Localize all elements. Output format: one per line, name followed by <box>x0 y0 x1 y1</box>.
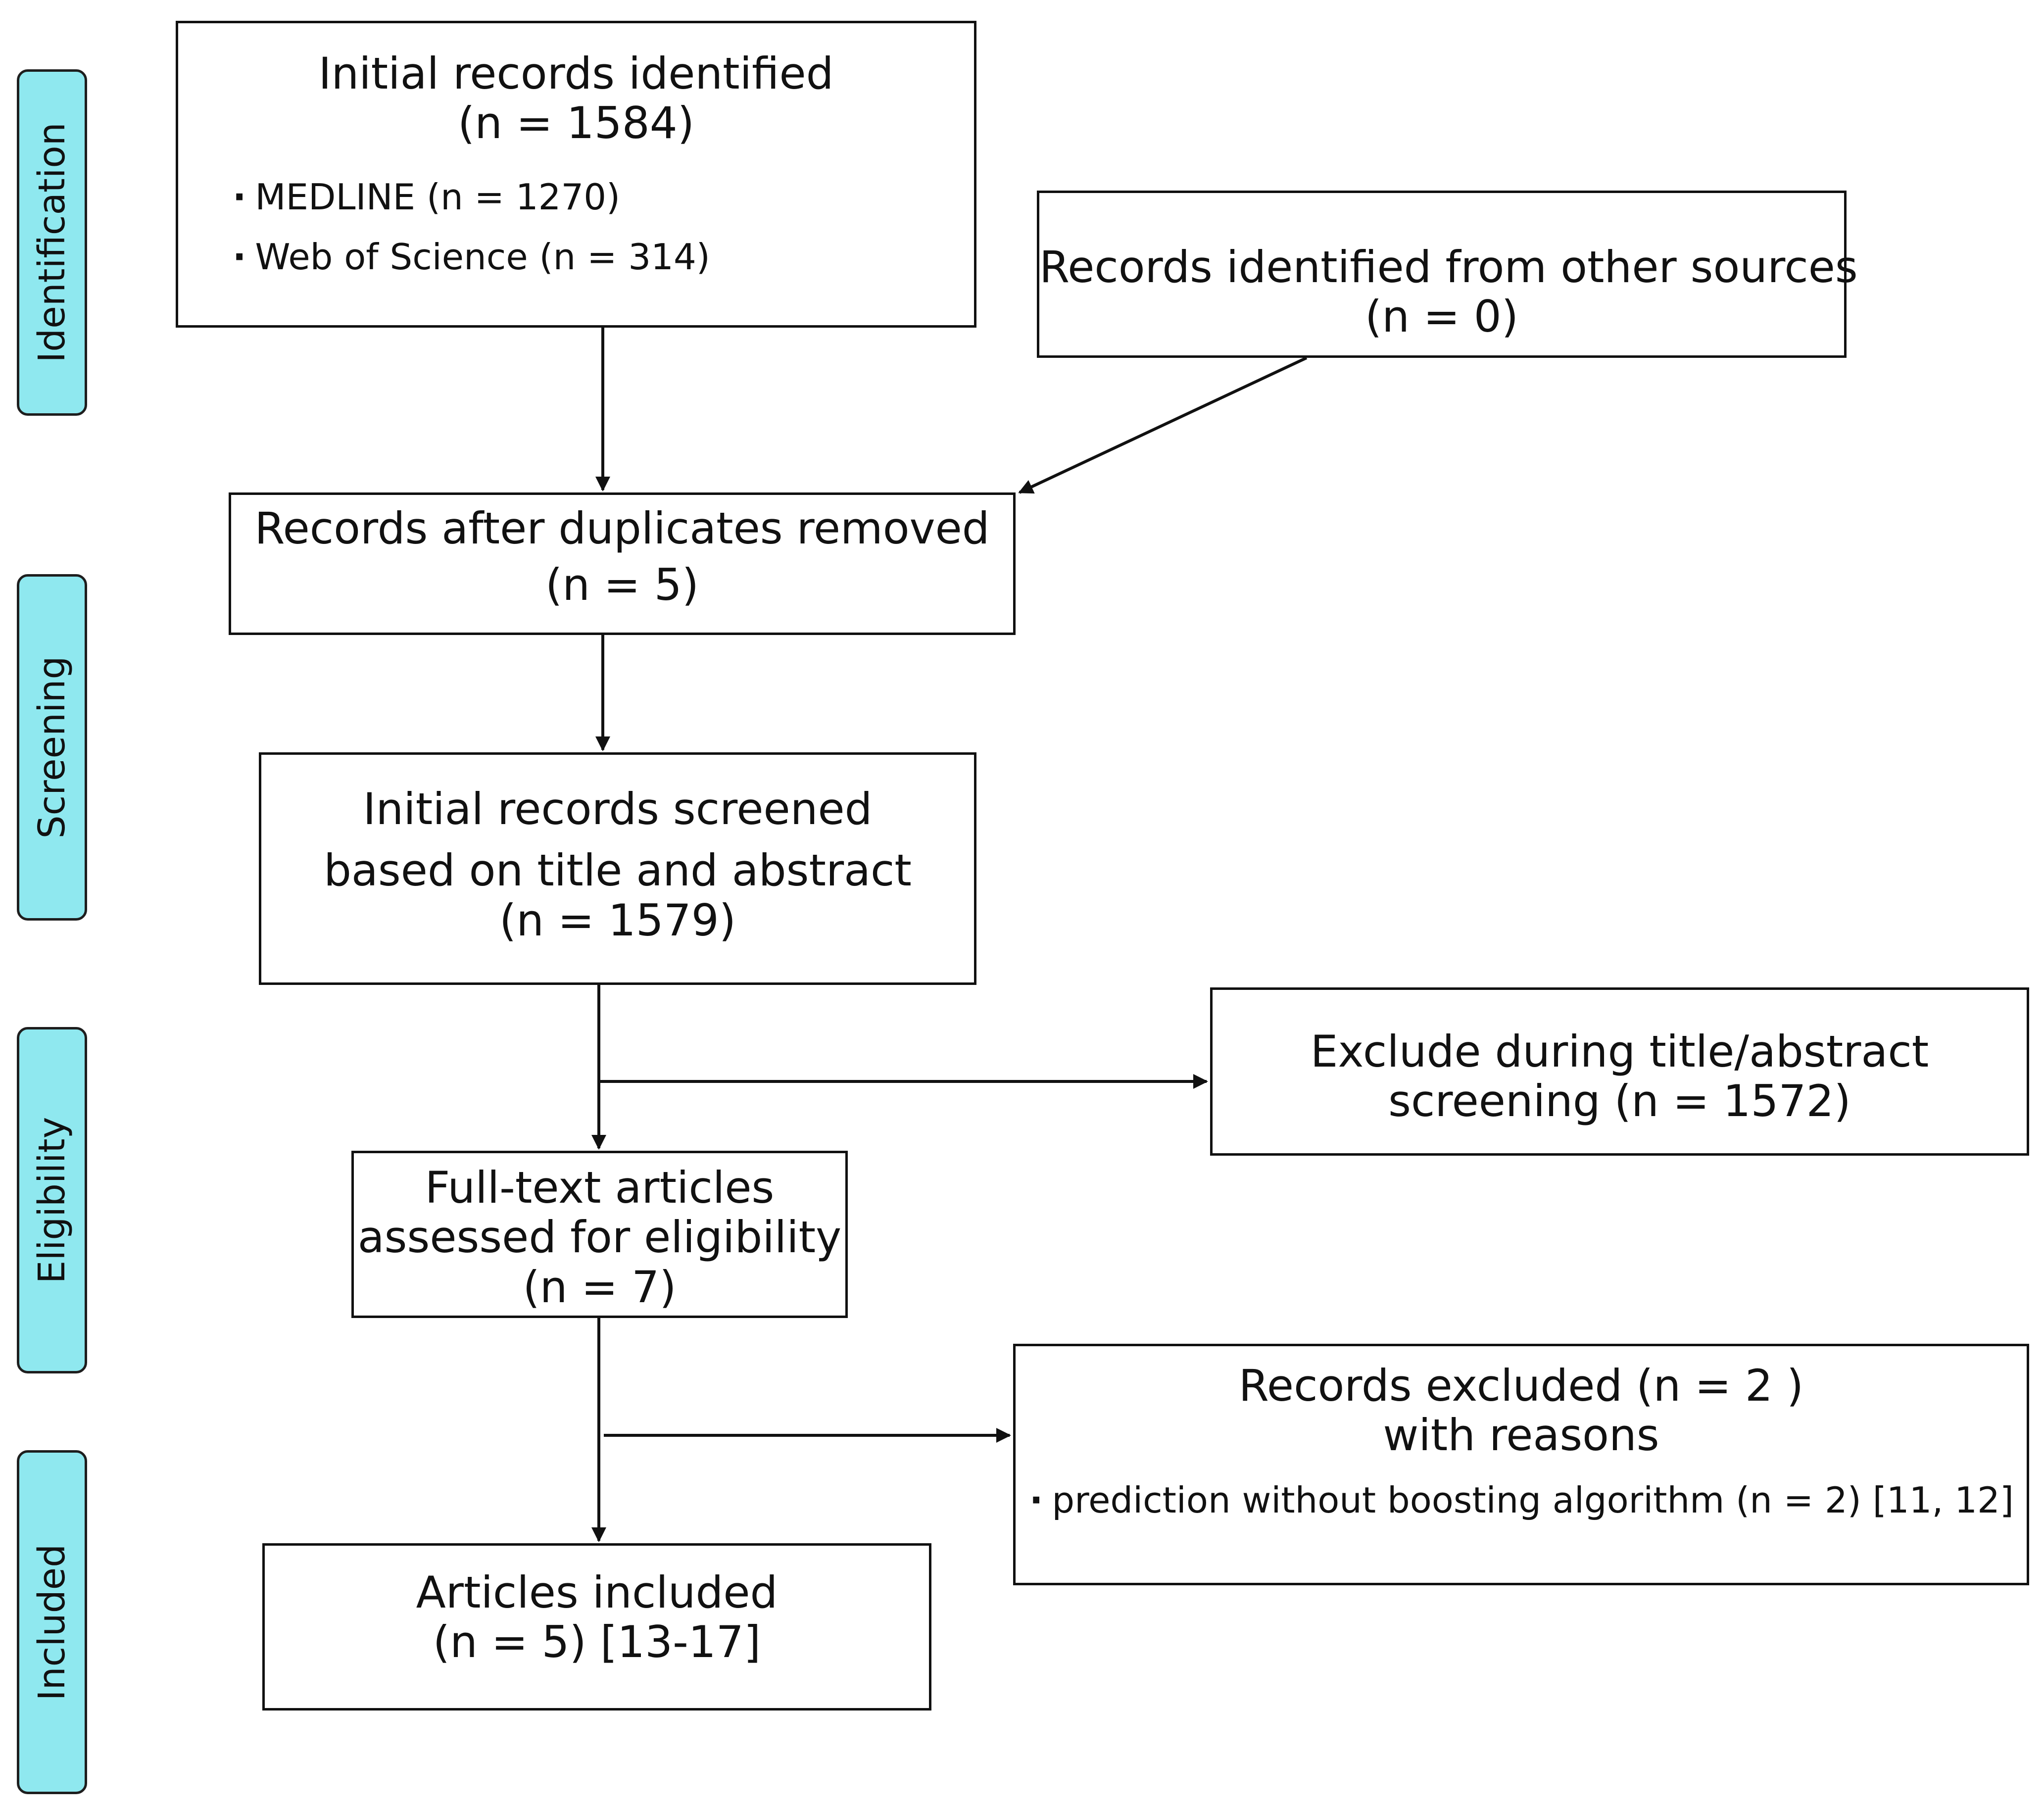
stage-eligibility: Eligibility <box>17 1027 87 1373</box>
excluded-title-abstract-line2: screening (n = 1572) <box>1388 1076 1851 1127</box>
other-sources-box: Records identified from other sources (n… <box>1037 191 1858 358</box>
stage-screening: Screening <box>17 574 87 921</box>
source-medline: MEDLINE (n = 1270) <box>233 167 974 227</box>
after-duplicates-box: Records after duplicates removed (n = 5) <box>229 492 1016 635</box>
screened-line1: Initial records screened <box>363 783 873 834</box>
initial-records-count: (n = 1584) <box>457 98 695 149</box>
screened-box: Initial records screened based on title … <box>259 752 976 985</box>
screened-line2: based on title and abstract <box>324 845 912 896</box>
initial-records-box: Initial records identified (n = 1584) ME… <box>176 21 976 328</box>
included-line2: (n = 5) [13-17] <box>433 1616 761 1668</box>
source-web-of-science: Web of Science (n = 314) <box>233 227 974 287</box>
included-line1: Articles included <box>416 1567 778 1618</box>
full-text-line1: Full-text articles <box>425 1162 775 1213</box>
stage-identification: Identification <box>17 69 87 416</box>
records-excluded-box: Records excluded (n = 2 ) with reasons p… <box>1013 1344 2029 1585</box>
initial-records-sources: MEDLINE (n = 1270) Web of Science (n = 3… <box>178 167 974 287</box>
other-sources-title: Records identified from other sources <box>1039 242 1858 293</box>
full-text-box: Full-text articles assessed for eligibil… <box>351 1151 848 1318</box>
stage-included: Included <box>17 1450 87 1794</box>
included-box: Articles included (n = 5) [13-17] <box>262 1543 931 1711</box>
records-excluded-line1: Records excluded (n = 2 ) <box>1238 1360 1804 1411</box>
initial-records-title: Initial records identified <box>318 48 834 99</box>
after-duplicates-count: (n = 5) <box>545 559 699 611</box>
exclusion-reason: prediction without boosting algorithm (n… <box>1029 1470 2027 1530</box>
screened-count: (n = 1579) <box>499 894 736 946</box>
excluded-title-abstract-box: Exclude during title/abstract screening … <box>1210 987 2029 1156</box>
excluded-title-abstract-line1: Exclude during title/abstract <box>1310 1026 1929 1077</box>
other-sources-count: (n = 0) <box>1364 291 1519 342</box>
records-excluded-reasons: prediction without boosting algorithm (n… <box>1016 1470 2027 1530</box>
full-text-line2: assessed for eligibility <box>357 1212 842 1263</box>
records-excluded-line2: with reasons <box>1383 1410 1659 1461</box>
full-text-count: (n = 7) <box>523 1261 677 1313</box>
arrow-other-to-duplicates <box>1018 356 1308 494</box>
after-duplicates-title: Records after duplicates removed <box>254 503 990 554</box>
